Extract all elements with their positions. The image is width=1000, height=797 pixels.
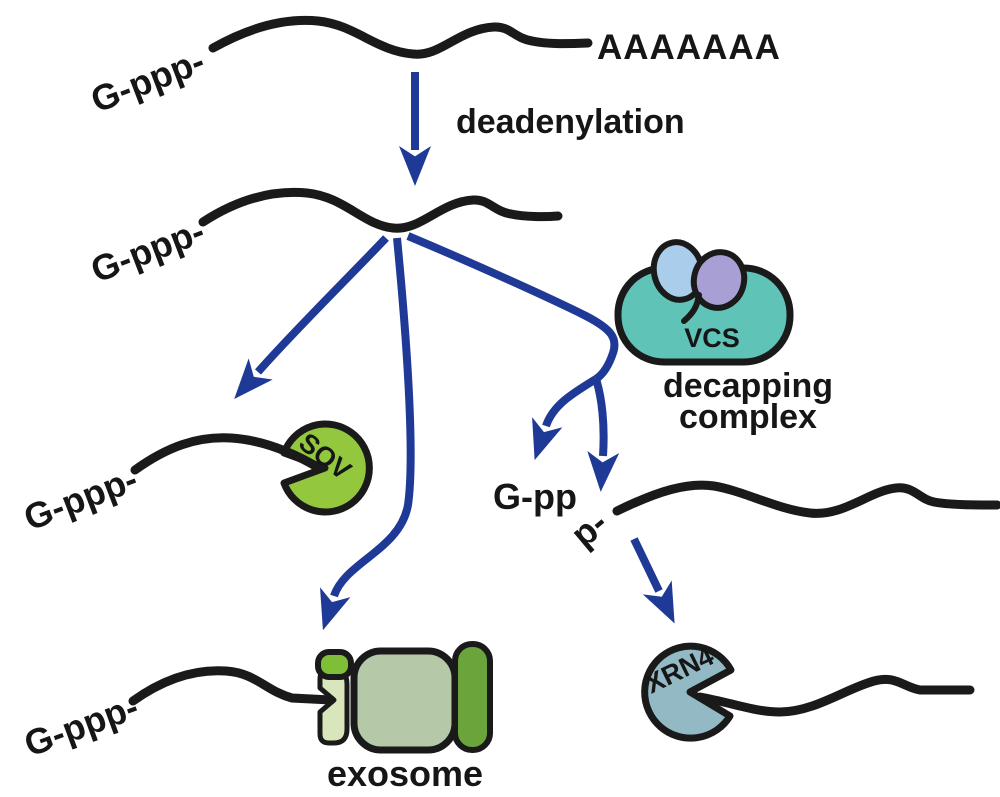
exosome-channel bbox=[317, 667, 350, 746]
deadenylated-mrna-group: G-ppp- bbox=[85, 187, 563, 291]
exosome-mrna-strand bbox=[128, 666, 336, 706]
decapping-arrow-to-p-mrna bbox=[587, 377, 620, 492]
mrna-strand bbox=[208, 15, 593, 59]
arrow-to-xrn4 bbox=[630, 537, 675, 624]
exosome-core bbox=[350, 647, 459, 754]
decapping-complex-group: VCS decapping complex bbox=[614, 239, 833, 436]
exosome-cap bbox=[315, 649, 354, 680]
branch-arrow-to-exosome bbox=[320, 237, 415, 631]
decapped-mrna-strand bbox=[612, 480, 1000, 518]
branch-trunk-to-decapping bbox=[406, 232, 619, 383]
sov-pathway-group: SOV G-ppp- bbox=[18, 420, 373, 539]
decapping-complex-label-line1: decapping bbox=[663, 367, 833, 405]
deadenylation-label: deadenylation bbox=[456, 103, 685, 141]
sov-mrna-strand bbox=[130, 433, 324, 475]
decapping-complex-label-line2: complex bbox=[679, 398, 817, 436]
xrn4-pathway-group: XRN4 bbox=[640, 641, 975, 742]
branch-arrow-to-sov bbox=[234, 235, 389, 400]
decapping-products-group: G-pp p- bbox=[493, 476, 1000, 555]
released-cap-label: G-pp bbox=[493, 476, 577, 517]
sov-enzyme-pacman bbox=[280, 420, 373, 516]
decapping-lobe-stem bbox=[681, 292, 702, 324]
decapping-lobe-purple bbox=[690, 249, 748, 311]
mrna2-cap-label: G-ppp- bbox=[85, 210, 210, 291]
mrna-strand bbox=[198, 187, 563, 233]
exosome-base bbox=[452, 641, 493, 753]
exosome-pathway-group: G-ppp- exosome bbox=[19, 641, 493, 794]
exosome-label: exosome bbox=[327, 753, 483, 794]
polya-tail-label: AAAAAAA bbox=[597, 28, 781, 67]
mrna1-cap-label: G-ppp- bbox=[85, 40, 210, 121]
decapping-arrow-to-gpp bbox=[532, 375, 599, 461]
exosome-mrna-cap-label: G-ppp- bbox=[19, 686, 144, 765]
vcs-label: VCS bbox=[684, 323, 740, 353]
xrn4-enzyme-pacman bbox=[641, 642, 735, 742]
sov-mrna-cap-label: G-ppp- bbox=[18, 458, 143, 539]
xrn4-mrna-strand bbox=[695, 674, 975, 717]
